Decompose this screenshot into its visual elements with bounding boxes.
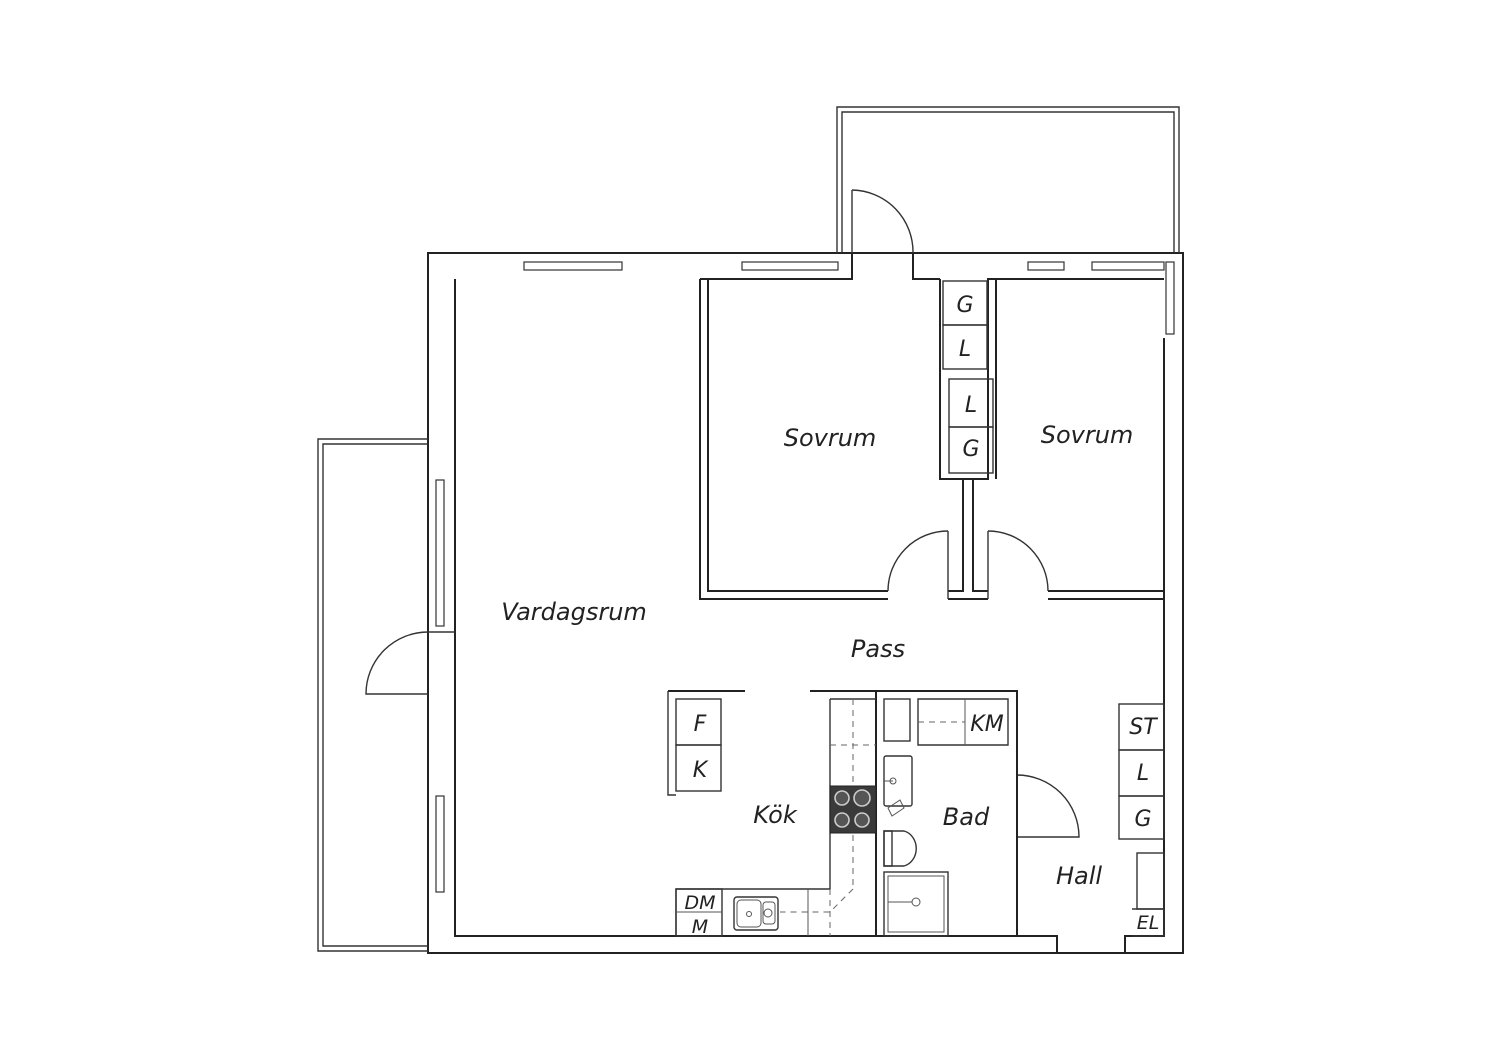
- room-label-hall: Hall: [1056, 862, 1102, 890]
- wardrobe-mid-g-label: G: [962, 437, 979, 462]
- shower-valve-icon: [887, 799, 905, 817]
- microwave-label: M: [692, 916, 708, 938]
- hall-g-label: G: [1134, 807, 1151, 832]
- electric-cabinet: EL: [1132, 852, 1165, 937]
- room-labels: Vardagsrum Sovrum Sovrum Pass Kök Bad Ha…: [501, 421, 1133, 890]
- washbasin-icon: [883, 755, 913, 807]
- hall-st-label: ST: [1129, 715, 1158, 740]
- balcony-left: [317, 438, 428, 952]
- dishwasher-label: DM: [684, 892, 715, 914]
- fridge-freezer: F K: [667, 691, 722, 796]
- bedroom-walls: [699, 253, 1164, 600]
- room-label-bad: Bad: [943, 803, 990, 831]
- shower-tray-icon: [883, 871, 949, 937]
- room-label-kok: Kök: [753, 801, 798, 829]
- wardrobe-mid-l-label: L: [965, 393, 977, 418]
- doors: [365, 189, 1080, 838]
- fridge-label: F: [694, 712, 707, 737]
- toilet-icon: [883, 830, 917, 867]
- room-label-vardagsrum: Vardagsrum: [501, 598, 647, 626]
- washer-label: KM: [970, 712, 1003, 737]
- wardrobe-top-g-label: G: [956, 293, 973, 318]
- freezer-label: K: [693, 758, 709, 783]
- room-label-pass: Pass: [851, 635, 905, 663]
- room-label-sovrum-left: Sovrum: [784, 424, 877, 452]
- wardrobe-top: G L L G: [942, 280, 994, 474]
- electric-label: EL: [1137, 912, 1160, 934]
- bathroom-fixtures: KM: [883, 698, 1009, 746]
- kitchen-sink-icon: [733, 896, 779, 931]
- hall-l-label: L: [1137, 761, 1149, 786]
- hall-wardrobe: ST L G: [1118, 703, 1165, 840]
- wardrobe-top-l-label: L: [959, 337, 971, 362]
- room-label-sovrum-right: Sovrum: [1041, 421, 1134, 449]
- balcony-top: [836, 106, 1180, 253]
- windows: [435, 261, 1175, 893]
- hob-icon: [829, 785, 877, 834]
